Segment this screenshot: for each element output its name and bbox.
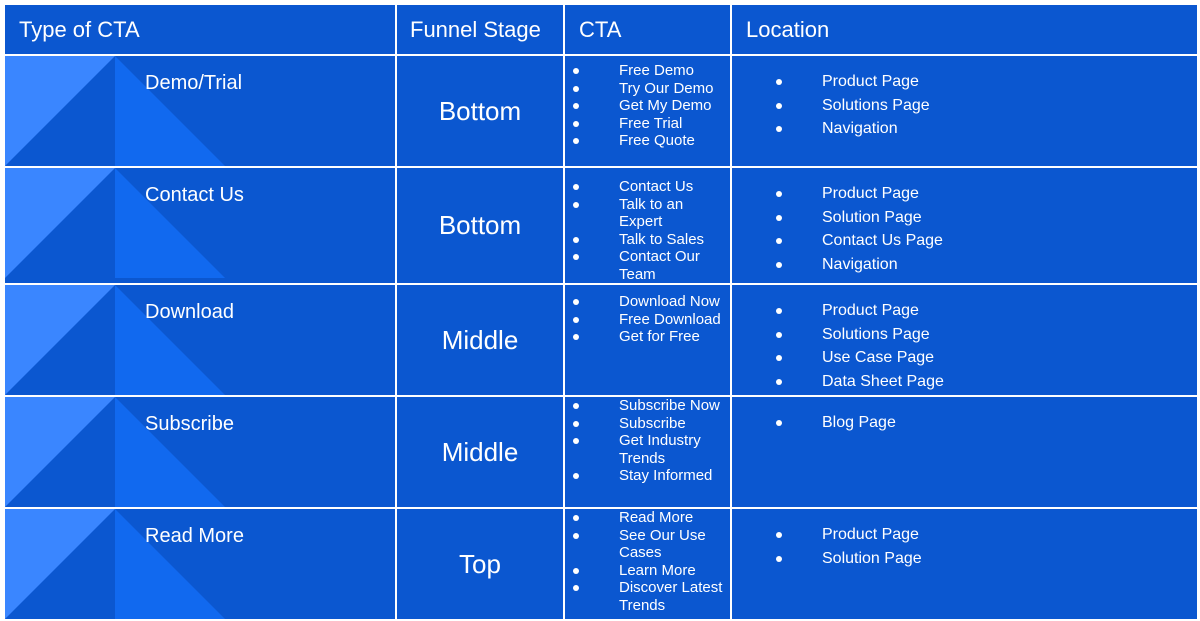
cta-table: Type of CTA Funnel Stage CTA Location De… bbox=[3, 3, 1199, 621]
type-cell: Download bbox=[5, 285, 395, 395]
type-cell: Read More bbox=[5, 509, 395, 619]
cta-type-label: Subscribe bbox=[145, 413, 234, 435]
location-list-item: Solution Page bbox=[732, 547, 1197, 571]
funnel-stage-cell: Bottom bbox=[397, 56, 563, 166]
cta-list-item: Contact Our Team bbox=[565, 248, 730, 283]
location-list-item: Contact Us Page bbox=[732, 229, 1197, 253]
cta-type-label: Download bbox=[145, 301, 234, 323]
header-row: Type of CTA Funnel Stage CTA Location bbox=[5, 5, 1197, 54]
location-list-item: Navigation bbox=[732, 117, 1197, 141]
decor-triangle-light bbox=[5, 168, 115, 278]
cta-list-item: Read More bbox=[565, 509, 730, 527]
location-list-item: Product Page bbox=[732, 299, 1197, 323]
location-list-item: Product Page bbox=[732, 182, 1197, 206]
cta-list-item: See Our Use Cases bbox=[565, 527, 730, 562]
cta-list-item: Try Our Demo bbox=[565, 80, 730, 98]
location-list-item: Use Case Page bbox=[732, 346, 1197, 370]
cta-list-item: Get My Demo bbox=[565, 97, 730, 115]
location-list-item: Product Page bbox=[732, 70, 1197, 94]
cta-list-item: Discover Latest Trends bbox=[565, 579, 730, 614]
type-cell: Contact Us bbox=[5, 168, 395, 283]
cta-list-item: Talk to Sales bbox=[565, 231, 730, 249]
cta-list-item: Contact Us bbox=[565, 178, 730, 196]
cta-list-item: Talk to an Expert bbox=[565, 196, 730, 231]
location-list-item: Navigation bbox=[732, 253, 1197, 277]
cta-list-item: Download Now bbox=[565, 293, 730, 311]
cta-list-item: Free Demo bbox=[565, 62, 730, 80]
cta-list-item: Get Industry Trends bbox=[565, 432, 730, 467]
cta-list-item: Get for Free bbox=[565, 328, 730, 346]
decor-triangle-light bbox=[5, 397, 115, 507]
cta-list-item: Stay Informed bbox=[565, 467, 730, 485]
location-list: Blog Page bbox=[732, 397, 1197, 435]
cta-type-label: Read More bbox=[145, 525, 244, 547]
header-type: Type of CTA bbox=[5, 5, 395, 54]
location-list-item: Solutions Page bbox=[732, 323, 1197, 347]
cta-list-item: Free Download bbox=[565, 311, 730, 329]
cta-list-item: Free Quote bbox=[565, 132, 730, 150]
header-location: Location bbox=[732, 5, 1197, 54]
decor-triangle-light bbox=[5, 509, 115, 619]
type-cell: Demo/Trial bbox=[5, 56, 395, 166]
location-list-item: Solutions Page bbox=[732, 94, 1197, 118]
cta-list-item: Learn More bbox=[565, 562, 730, 580]
location-list-item: Data Sheet Page bbox=[732, 370, 1197, 394]
location-list-item: Blog Page bbox=[732, 411, 1197, 435]
funnel-stage-cell: Top bbox=[397, 509, 563, 619]
funnel-stage-cell: Middle bbox=[397, 285, 563, 395]
header-funnel-stage: Funnel Stage bbox=[397, 5, 563, 54]
type-cell: Subscribe bbox=[5, 397, 395, 507]
location-list-item: Solution Page bbox=[732, 206, 1197, 230]
cta-type-label: Demo/Trial bbox=[145, 72, 243, 94]
location-list-item: Product Page bbox=[732, 523, 1197, 547]
decor-triangle-light bbox=[5, 56, 115, 166]
funnel-stage-cell: Middle bbox=[397, 397, 563, 507]
decor-triangle-light bbox=[5, 285, 115, 395]
funnel-stage-cell: Bottom bbox=[397, 168, 563, 283]
cta-list-item: Subscribe Now bbox=[565, 397, 730, 415]
cta-list-item: Subscribe bbox=[565, 415, 730, 433]
header-cta: CTA bbox=[565, 5, 730, 54]
cta-list-item: Free Trial bbox=[565, 115, 730, 133]
cta-type-label: Contact Us bbox=[145, 184, 244, 206]
location-cell: Blog Page bbox=[732, 397, 1197, 507]
